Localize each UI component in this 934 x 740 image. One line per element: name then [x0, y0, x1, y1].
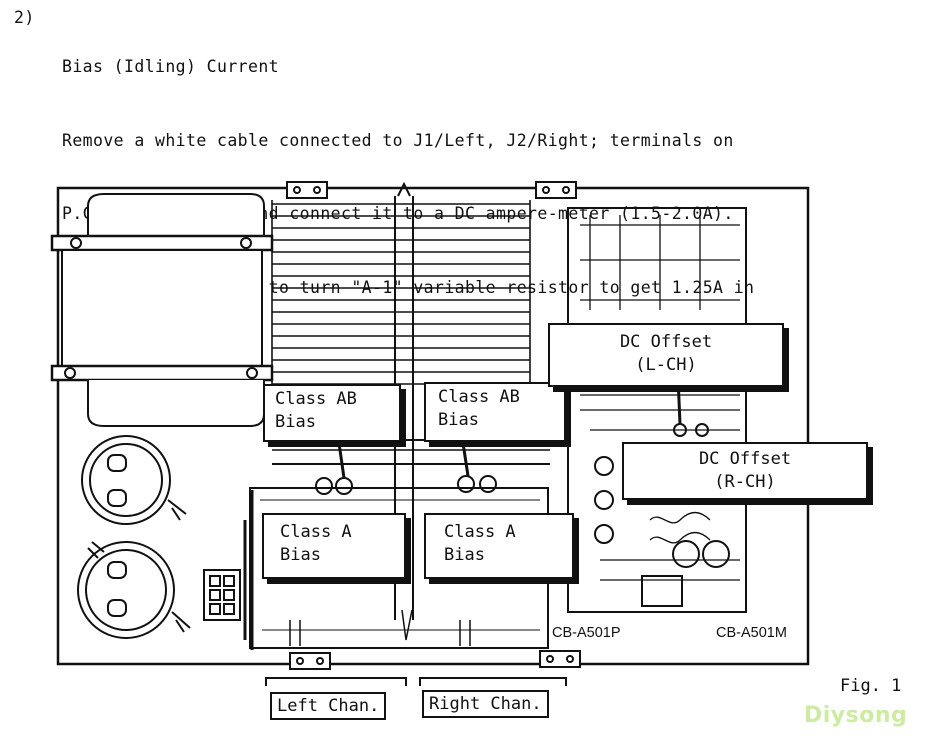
- left-channel-label: Left Chan.: [270, 692, 387, 720]
- dc-offset-rch-label: DC Offset (R-CH): [622, 442, 868, 500]
- right-channel-label: Right Chan.: [422, 690, 549, 718]
- filter-capacitor: [77, 541, 191, 639]
- dc-offset-lch-label: DC Offset (L-CH): [548, 323, 784, 387]
- watermark: Diysong: [804, 703, 908, 728]
- class-a-bias-left-label: Class A Bias: [262, 513, 406, 579]
- power-transformer: [50, 193, 274, 427]
- instruction-line: Remove a white cable connected to J1/Lef…: [62, 130, 734, 150]
- class-ab-bias-right-label: Class AB Bias: [424, 382, 566, 442]
- figure-caption: Fig. 1: [840, 676, 902, 696]
- channel-bracket: [265, 677, 567, 686]
- chassis-outline: [56, 186, 810, 666]
- pcb-label-cb-a501m: CB-A501M: [716, 625, 787, 641]
- class-a-bias-right-label: Class A Bias: [424, 513, 574, 579]
- instruction-title: Bias (Idling) Current: [62, 57, 280, 76]
- filter-capacitor: [81, 435, 187, 525]
- pcb-label-cb-a501p: CB-A501P: [552, 625, 621, 641]
- class-ab-bias-left-label: Class AB Bias: [263, 384, 401, 442]
- control-pcb: [567, 207, 747, 613]
- step-number: 2): [14, 8, 35, 27]
- power-connector: [203, 569, 241, 621]
- mounting-bracket: [286, 181, 581, 670]
